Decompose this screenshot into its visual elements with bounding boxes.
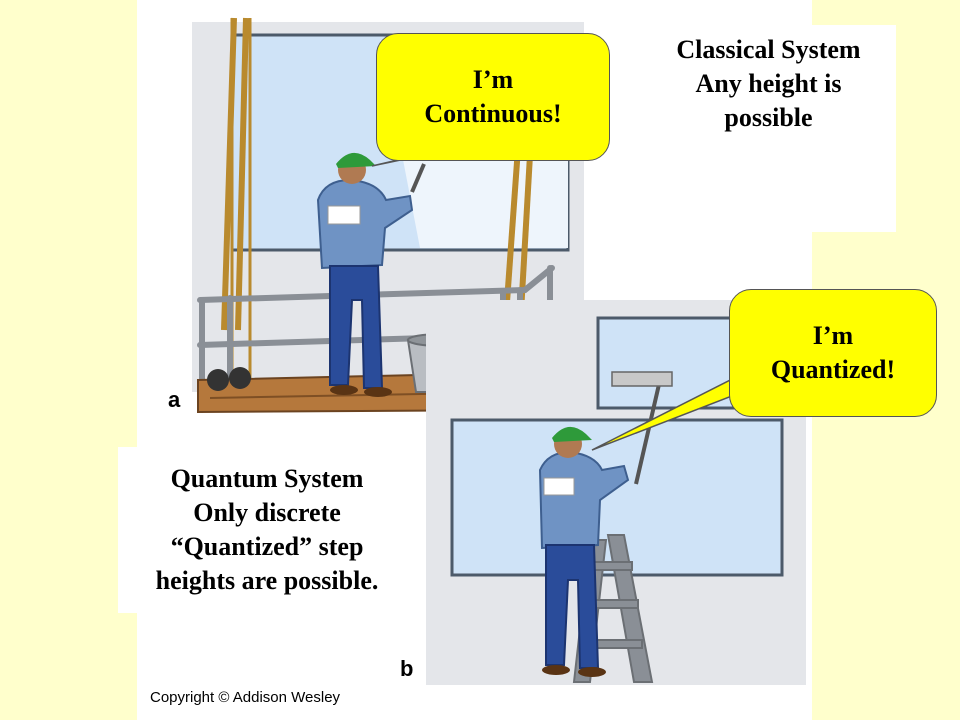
speech-bubble-quantized: I’m Quantized! — [729, 289, 937, 417]
classical-system-caption: Classical System Any height is possible — [641, 25, 896, 232]
bubble-quantized-line-1: I’m — [812, 321, 854, 350]
bubble-continuous-line-1: I’m — [472, 65, 514, 94]
scaffold-ropes — [221, 17, 535, 400]
classical-line-2: Any height is — [695, 69, 842, 98]
speech-bubble-continuous: I’m Continuous! — [376, 33, 610, 161]
quantum-line-2: Only discrete — [193, 498, 341, 527]
quantum-line-3: “Quantized” step — [170, 532, 364, 561]
window-washer-b — [538, 426, 630, 677]
copyright-notice: Copyright © Addison Wesley — [150, 689, 341, 706]
figure-label-b: b — [400, 656, 413, 681]
squeegee — [611, 371, 673, 485]
figure-label-a: a — [168, 387, 181, 412]
classical-line-3: possible — [724, 103, 813, 132]
bubble-continuous-line-2: Continuous! — [424, 99, 562, 128]
quantum-system-caption: Quantum System Only discrete “Quantized”… — [118, 447, 416, 613]
window-washer-a — [316, 152, 426, 397]
quantum-line-4: heights are possible. — [155, 566, 379, 595]
classical-line-1: Classical System — [676, 35, 861, 64]
quantum-line-1: Quantum System — [170, 464, 364, 493]
bubble-quantized-line-2: Quantized! — [770, 355, 896, 384]
